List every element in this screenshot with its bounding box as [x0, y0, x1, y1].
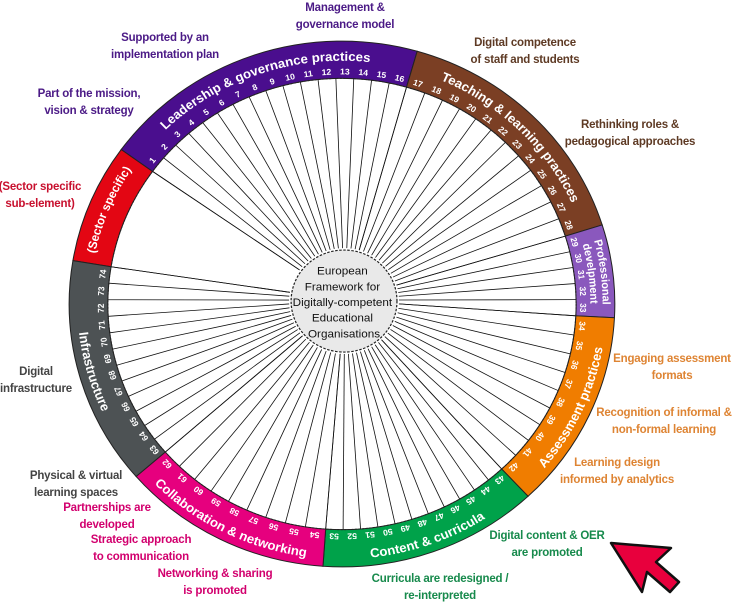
pointer-arrow-icon — [0, 0, 733, 596]
